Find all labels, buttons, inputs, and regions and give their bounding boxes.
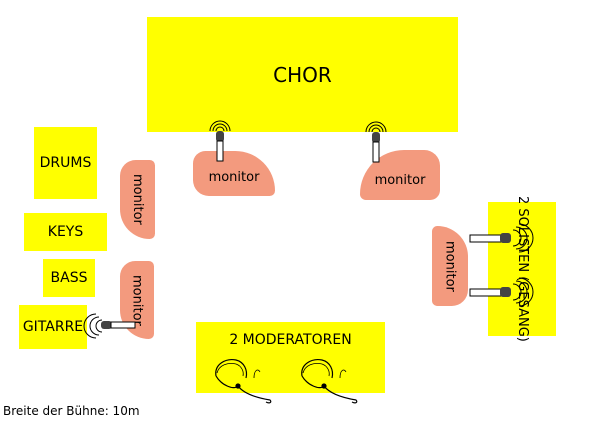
moderators-label: 2 MODERATOREN: [229, 332, 352, 348]
keys-area: KEYS: [24, 213, 107, 251]
soloists-area: 2 SOLISTEN (GESANG): [488, 196, 556, 342]
choir-area: CHOR: [147, 17, 458, 132]
stage-width-note: Breite der Bühne: 10m: [3, 404, 140, 418]
monitor-label: monitor: [442, 240, 458, 292]
monitor-choir-right: monitor: [360, 150, 440, 200]
guitar-label: GITARRE: [22, 319, 84, 335]
monitor-band-lower: monitor: [120, 261, 154, 339]
choir-label: CHOR: [273, 62, 332, 87]
moderators-area: 2 MODERATOREN: [196, 322, 385, 393]
guitar-area: GITARRE: [19, 305, 87, 349]
monitor-soloists: monitor: [432, 226, 468, 306]
drums-area: DRUMS: [34, 127, 97, 199]
drums-label: DRUMS: [39, 155, 92, 171]
monitor-choir-left: monitor: [193, 151, 275, 196]
bass-label: BASS: [50, 270, 88, 286]
bass-area: BASS: [43, 259, 95, 297]
monitor-label: monitor: [374, 172, 426, 188]
monitor-label: monitor: [129, 274, 145, 326]
soloists-label: 2 SOLISTEN (GESANG): [515, 196, 530, 342]
monitor-label: monitor: [208, 170, 260, 185]
monitor-band-upper: monitor: [120, 160, 155, 239]
keys-label: KEYS: [47, 224, 84, 240]
monitor-label: monitor: [130, 174, 145, 225]
